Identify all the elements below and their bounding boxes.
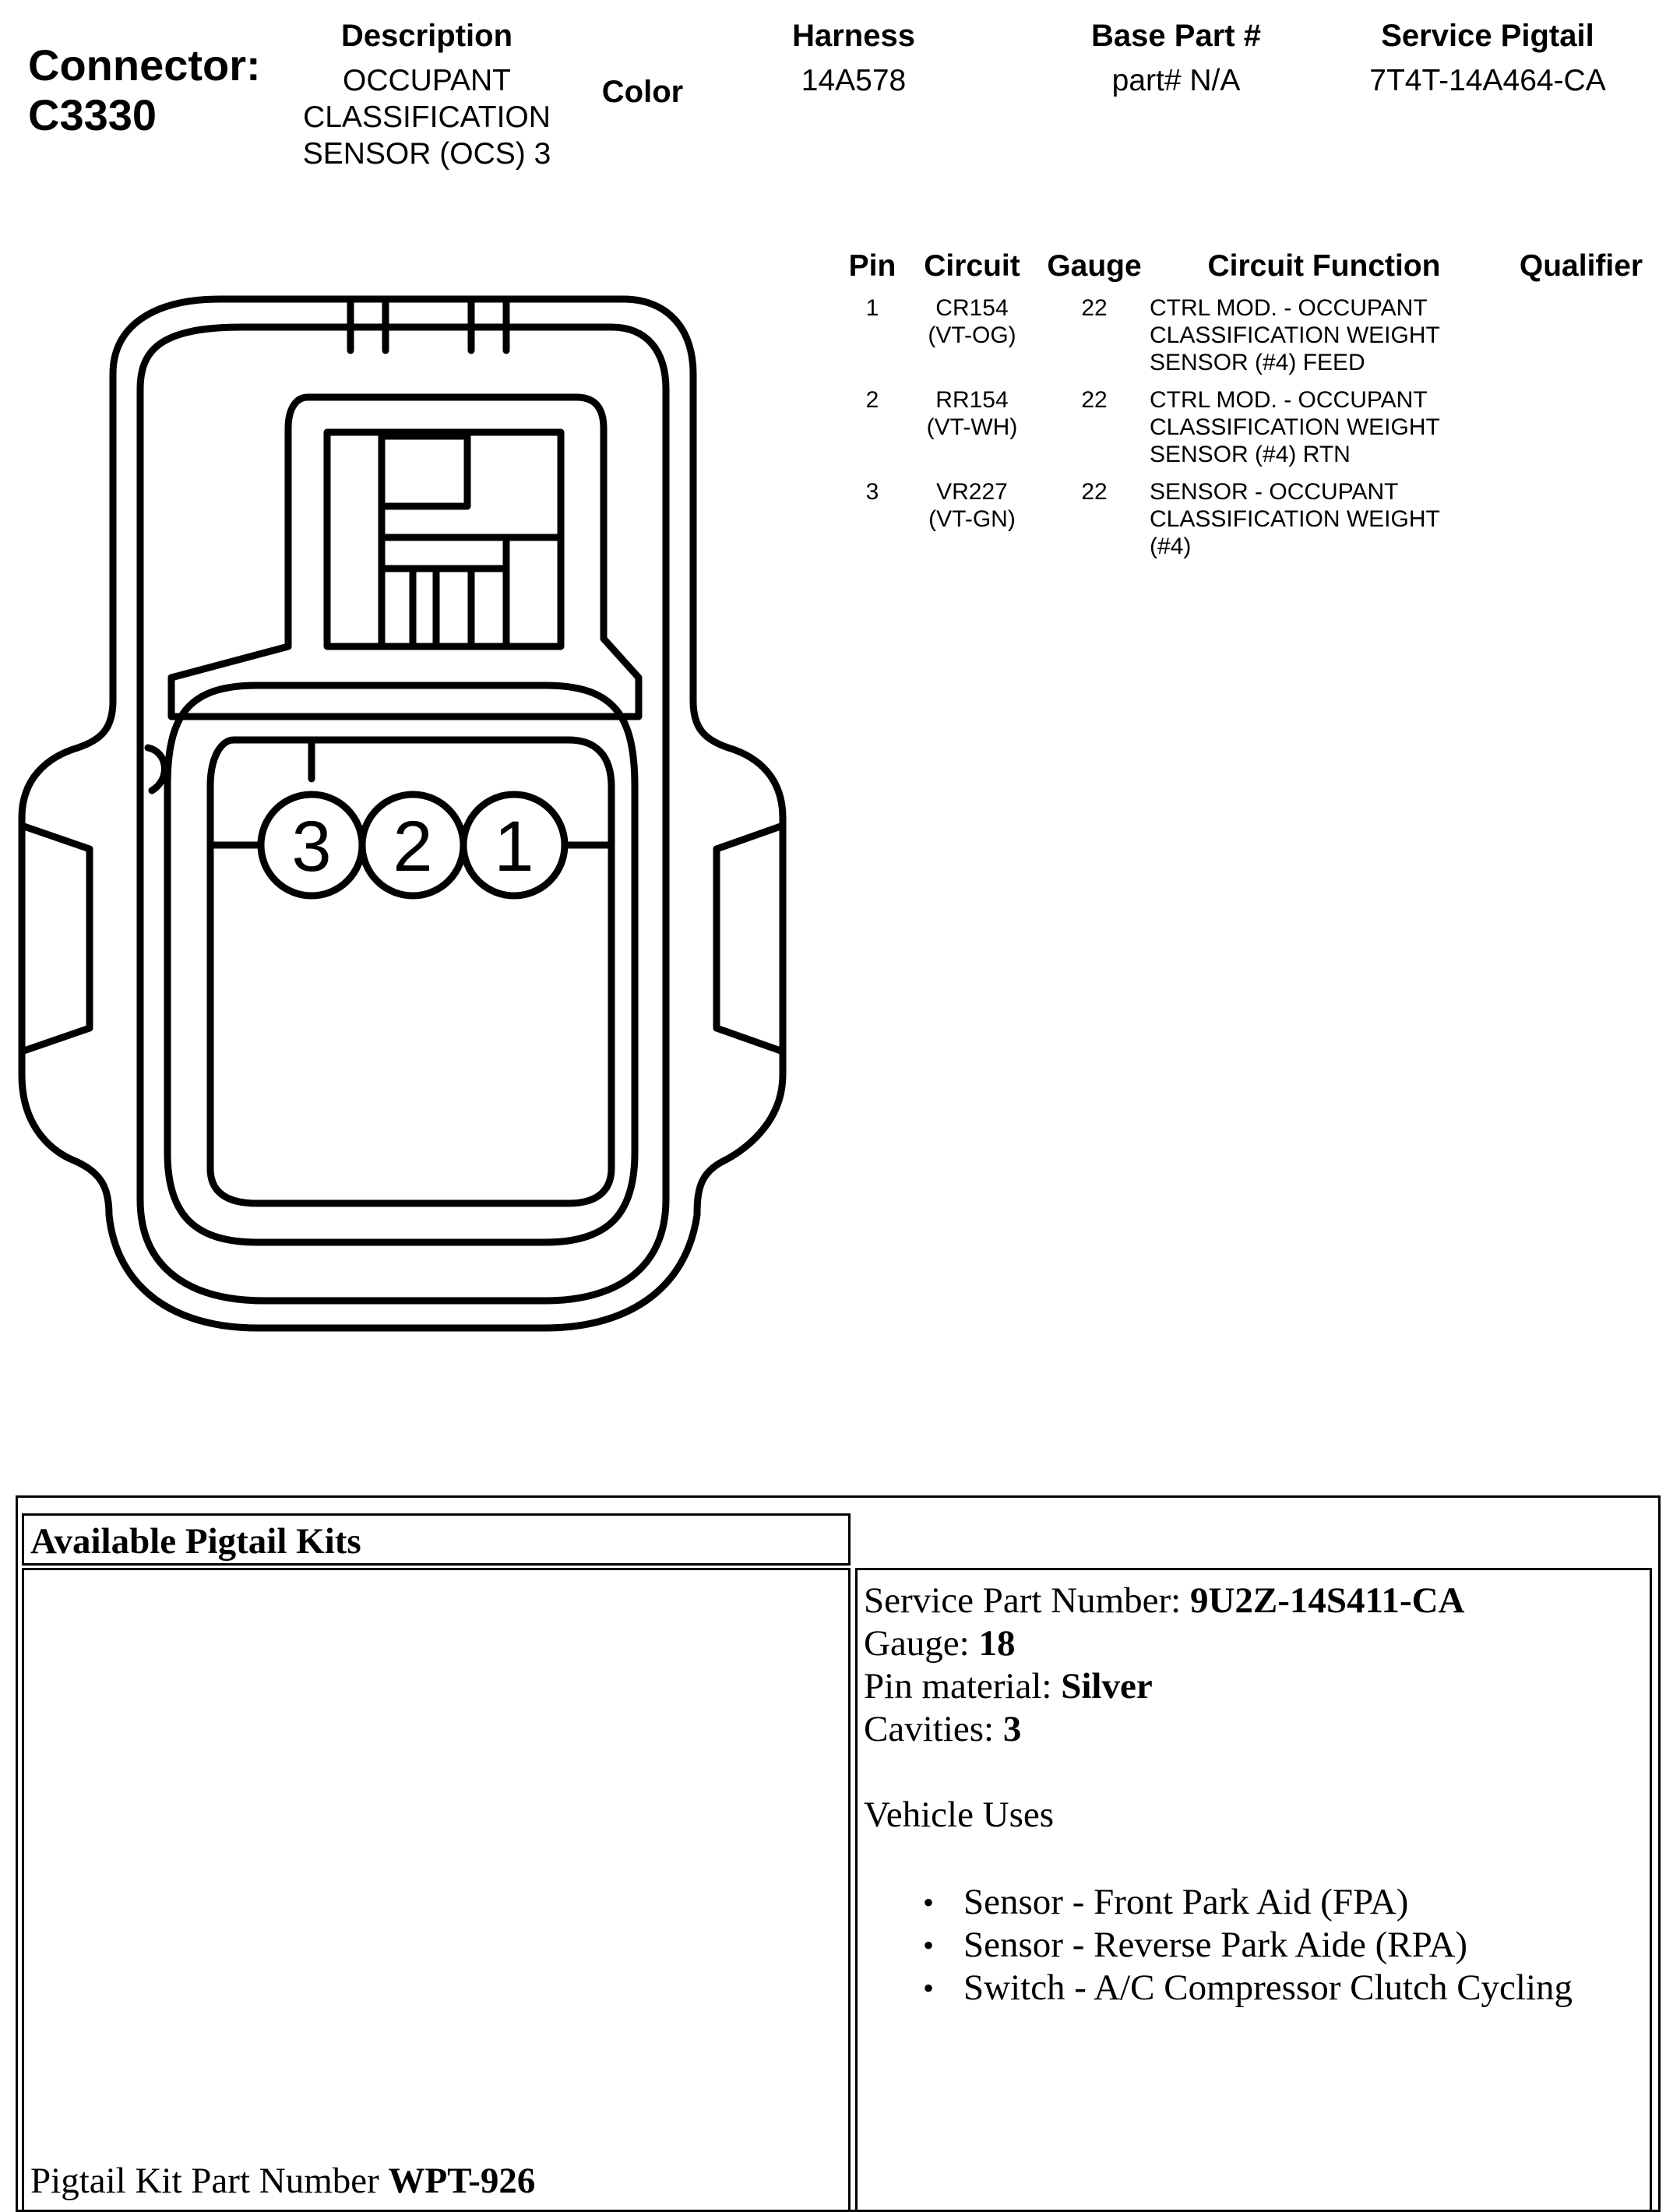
pigtail-kits-title: Available Pigtail Kits bbox=[30, 1521, 361, 1562]
description-value: OCCUPANT CLASSIFICATION SENSOR (OCS) 3 bbox=[302, 64, 551, 171]
service-pigtail-value: 7T4T-14A464-CA bbox=[1369, 64, 1606, 97]
list-item: Sensor - Reverse Park Aide (RPA) bbox=[923, 1924, 1643, 1967]
circuit-code: VR227 (VT-GN) bbox=[928, 479, 1016, 532]
base-part-value: part# N/A bbox=[1111, 64, 1241, 97]
pigtail-kit-image-cell: Pigtail Kit Part Number WPT-926 bbox=[22, 1568, 851, 2212]
table-row: 3 VR227 (VT-GN) 22 SENSOR - OCCUPANT CLA… bbox=[841, 478, 1667, 564]
pin-col-header: Pin bbox=[848, 249, 896, 283]
harness-value: 14A578 bbox=[801, 64, 907, 97]
pigtail-kits-title-cell: Available Pigtail Kits bbox=[22, 1513, 851, 1566]
cavity-label-1: 1 bbox=[494, 807, 534, 886]
connector-label: Connector: bbox=[28, 41, 261, 90]
circuit-code: CR154 (VT-OG) bbox=[928, 295, 1016, 348]
cavity-label-3: 3 bbox=[291, 807, 331, 886]
circuit-col-header: Circuit bbox=[924, 249, 1020, 283]
pigtail-kit-part-number: Pigtail Kit Part Number WPT-926 bbox=[30, 2161, 536, 2201]
circuit-function: CTRL MOD. - OCCUPANT CLASSIFICATION WEIG… bbox=[1150, 295, 1440, 375]
pin-number: 1 bbox=[865, 295, 879, 321]
pin-number: 2 bbox=[865, 387, 879, 413]
wire-gauge: 22 bbox=[1081, 387, 1108, 413]
cavity-label-2: 2 bbox=[393, 807, 432, 886]
pin-number: 3 bbox=[865, 479, 879, 505]
list-item: Sensor - Front Park Aid (FPA) bbox=[923, 1881, 1643, 1924]
color-heading: Color bbox=[601, 75, 684, 109]
pin-material-info: Pin material: Silver bbox=[864, 1666, 1153, 1707]
qualifier-col-header: Qualifier bbox=[1519, 249, 1643, 283]
service-part-number: Service Part Number: 9U2Z-14S411-CA bbox=[864, 1580, 1465, 1621]
function-col-header: Circuit Function bbox=[1207, 249, 1441, 283]
connector-face-diagram: 3 2 1 bbox=[18, 295, 787, 1332]
vehicle-uses-list: Sensor - Front Park Aid (FPA) Sensor - R… bbox=[864, 1881, 1643, 2009]
pin-table: Pin Circuit Gauge Circuit Function Quali… bbox=[841, 249, 1667, 576]
gauge-col-header: Gauge bbox=[1047, 249, 1142, 283]
harness-heading: Harness bbox=[792, 19, 915, 53]
inner-housing-outline bbox=[136, 323, 670, 1305]
circuit-function: SENSOR - OCCUPANT CLASSIFICATION WEIGHT … bbox=[1150, 479, 1440, 559]
circuit-function: CTRL MOD. - OCCUPANT CLASSIFICATION WEIG… bbox=[1150, 387, 1440, 467]
pigtail-kits-outer-frame bbox=[16, 1495, 1661, 2212]
service-pigtail-heading: Service Pigtail bbox=[1381, 19, 1594, 53]
cavity-seal-outline bbox=[164, 682, 639, 1246]
connector-id: C3330 bbox=[28, 90, 157, 139]
vehicle-uses-heading: Vehicle Uses bbox=[864, 1795, 1055, 1835]
lock-tab bbox=[378, 432, 471, 510]
pigtail-kit-details: Service Part Number: 9U2Z-14S411-CA Gaug… bbox=[864, 1580, 1643, 2009]
table-row: 2 RR154 (VT-WH) 22 CTRL MOD. - OCCUPANT … bbox=[841, 386, 1667, 472]
latch-frame bbox=[167, 393, 643, 720]
table-row: 1 CR154 (VT-OG) 22 CTRL MOD. - OCCUPANT … bbox=[841, 294, 1667, 380]
list-item: Switch - A/C Compressor Clutch Cycling bbox=[923, 1967, 1643, 2009]
cavities-info: Cavities: 3 bbox=[864, 1709, 1022, 1749]
cavity-1-circle bbox=[460, 791, 569, 900]
wire-gauge: 22 bbox=[1081, 295, 1108, 321]
outer-housing-outline bbox=[18, 295, 787, 1332]
description-heading: Description bbox=[340, 19, 513, 53]
wire-gauge: 22 bbox=[1081, 479, 1108, 505]
cavity-window bbox=[206, 736, 615, 1207]
pigtail-kit-details-cell: Service Part Number: 9U2Z-14S411-CA Gaug… bbox=[855, 1568, 1652, 2212]
gauge-info: Gauge: 18 bbox=[864, 1623, 1016, 1664]
circuit-code: RR154 (VT-WH) bbox=[926, 387, 1018, 440]
base-part-heading: Base Part # bbox=[1091, 19, 1261, 53]
